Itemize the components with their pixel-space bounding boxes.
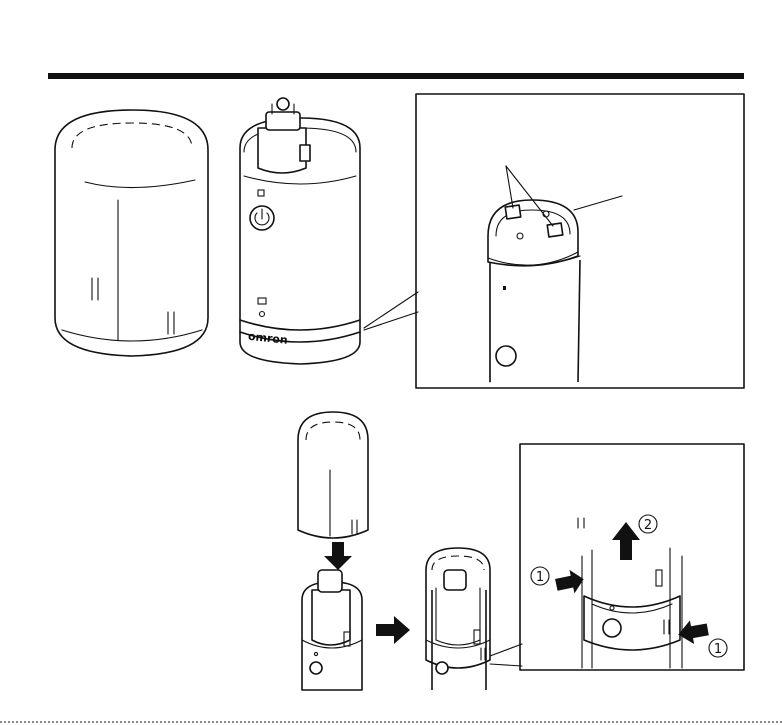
step-2-up-callout: 2: [639, 515, 657, 533]
step-1-left-callout: 1: [531, 567, 549, 585]
step-1-right-callout: 1: [709, 639, 727, 657]
header-rule: [48, 73, 744, 79]
nebulizer-unit: omron: [240, 98, 360, 364]
unit-with-cover: [426, 548, 490, 690]
lift-up-arrow: [612, 522, 640, 560]
top-detail-illustration: [488, 166, 622, 382]
zoom-connector: [364, 292, 418, 328]
unit-without-cover: [302, 570, 362, 690]
svg-text:1: 1: [714, 642, 722, 657]
down-arrow: [324, 542, 352, 570]
right-arrow: [376, 616, 410, 644]
svg-text:1: 1: [536, 570, 544, 585]
detail-frame-top: [416, 94, 744, 388]
push-left-arrow: [554, 567, 586, 596]
transparent-cover: [55, 110, 208, 356]
cover-being-lowered: [298, 412, 368, 538]
svg-text:2: 2: [644, 518, 652, 533]
push-right-arrow: [676, 618, 710, 647]
